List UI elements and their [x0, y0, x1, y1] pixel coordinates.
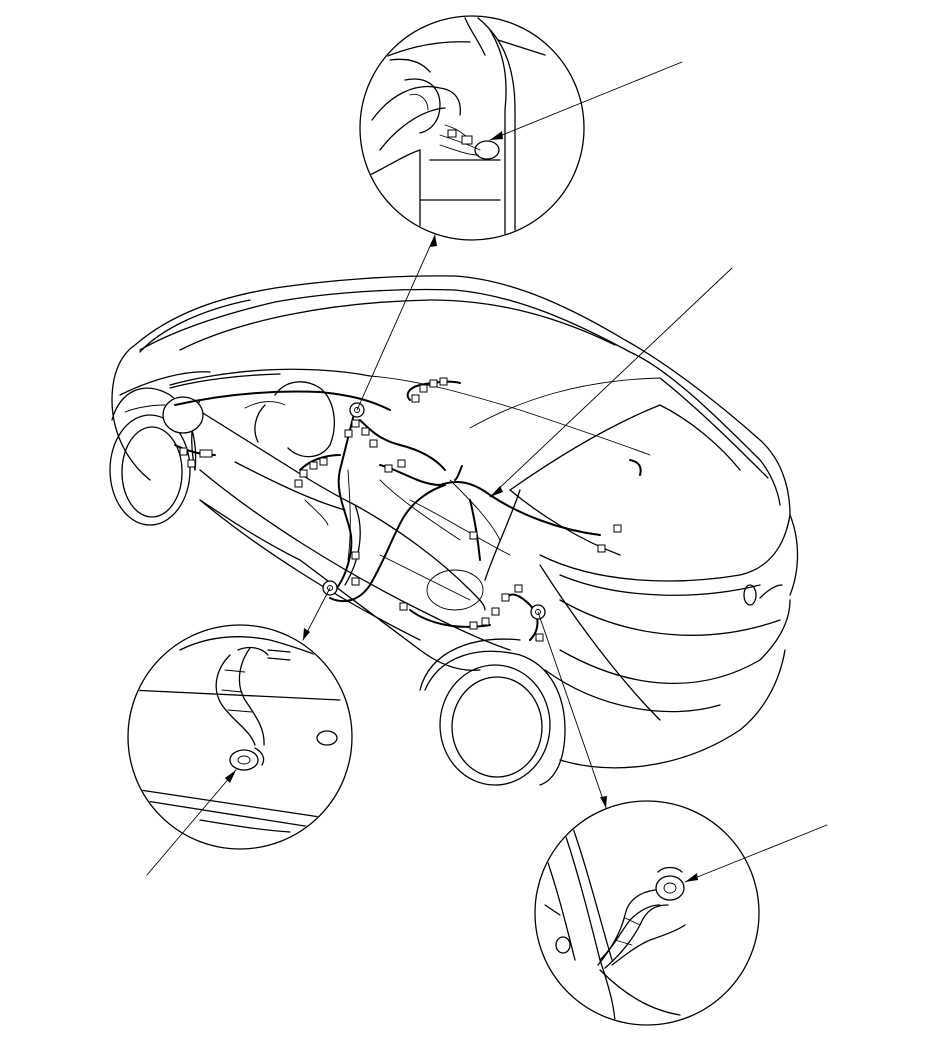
harness-leader [489, 267, 733, 498]
ground-terminal-icon [685, 873, 698, 882]
ground-terminal-icon [490, 131, 503, 140]
detail-top [359, 15, 683, 241]
detail-arrows [302, 234, 607, 809]
detail-left [127, 624, 353, 876]
ground-terminal-icon [225, 770, 236, 783]
car-body [109, 275, 799, 786]
harness-connectors [179, 377, 622, 642]
detail-right [534, 800, 828, 1026]
